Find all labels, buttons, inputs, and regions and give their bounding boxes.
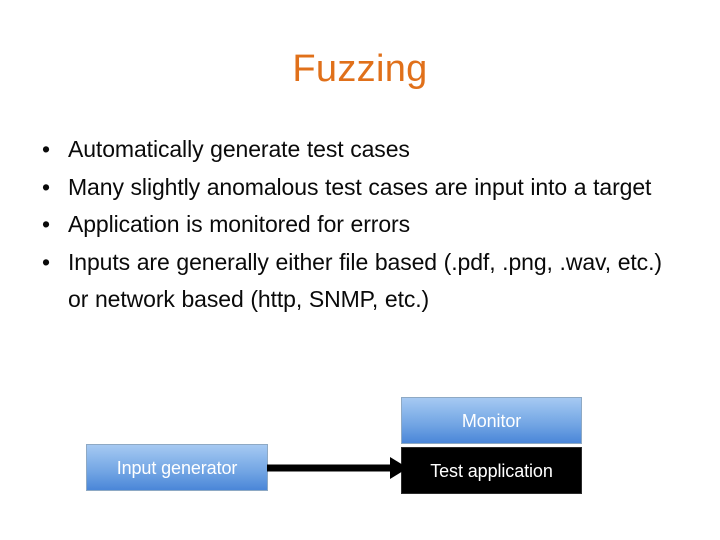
bullet-item-4: • Inputs are generally either file based… [30, 244, 680, 319]
bullet-text: Many slightly anomalous test cases are i… [68, 173, 652, 200]
diagram-node-monitor: Monitor [401, 397, 582, 444]
bullet-marker-icon: • [42, 248, 50, 275]
bullet-marker-icon: • [42, 136, 50, 162]
bullet-list: • Automatically generate test cases • Ma… [30, 131, 680, 319]
diagram-node-test-application: Test application [401, 447, 582, 494]
diagram-node-label: Test application [430, 460, 553, 481]
diagram-node-label: Monitor [461, 410, 522, 431]
diagram-node-label: Input generator [116, 457, 238, 478]
bullet-marker-icon: • [42, 173, 50, 200]
bullet-text: Application is monitored for errors [68, 211, 410, 237]
bullet-text: Inputs are generally either file based (… [68, 248, 662, 313]
arrow-icon [267, 457, 408, 479]
bullet-marker-icon: • [42, 211, 50, 237]
bullet-item-1: • Automatically generate test cases [30, 131, 680, 169]
bullet-text: Automatically generate test cases [68, 136, 410, 162]
page-title: Fuzzing [292, 48, 428, 90]
bullet-item-2: • Many slightly anomalous test cases are… [30, 169, 680, 207]
diagram-node-input-generator: Input generator [86, 444, 268, 491]
bullet-item-3: • Application is monitored for errors [30, 206, 680, 244]
